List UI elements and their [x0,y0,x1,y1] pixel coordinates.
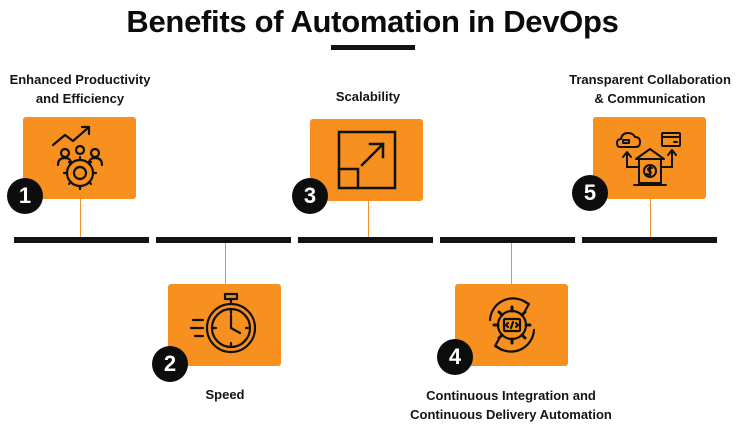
connector-2 [225,243,226,285]
step-badge-2: 2 [152,346,188,382]
label-line: and Efficiency [35,91,125,106]
collaboration-bank-icon [615,132,681,186]
benefit-card-2 [168,284,281,366]
connector-5 [650,198,651,237]
benefit-label-1: Enhanced Productivity and Efficiency [0,70,160,108]
step-badge-5: 5 [572,175,608,211]
page-title: Benefits of Automation in DevOps [126,4,619,39]
benefit-label-2: Speed [155,385,295,404]
label-line: & Communication [594,91,706,106]
timeline-segment [14,237,149,243]
benefit-card-3 [310,119,423,201]
benefit-card-5 [593,117,706,199]
step-badge-4: 4 [437,339,473,375]
timeline-segment [582,237,717,243]
team-growth-icon [51,125,103,191]
benefit-label-5: Transparent Collaboration & Communicatio… [560,70,740,108]
label-line: Transparent Collaboration [569,72,731,87]
benefit-card-4 [455,284,568,366]
title-underline [331,45,415,50]
label-line: Enhanced Productivity [9,72,151,87]
benefit-card-1 [23,117,136,199]
label-line: Continuous Integration and [426,388,596,403]
timeline-segment [156,237,291,243]
step-badge-1: 1 [7,178,43,214]
expand-arrow-icon [337,130,396,190]
step-badge-3: 3 [292,178,328,214]
connector-3 [368,198,369,237]
code-gear-cycle-icon [488,297,535,353]
timeline-segment [298,237,433,243]
label-line: Scalability [335,89,401,104]
label-line: Speed [205,387,245,402]
connector-4 [511,243,512,285]
connector-1 [80,198,81,237]
stopwatch-icon [189,292,256,354]
benefit-label-3: Scalability [298,87,438,106]
label-line: Continuous Delivery Automation [410,407,612,422]
timeline-segment [440,237,575,243]
benefit-label-4: Continuous Integration and Continuous De… [395,386,627,424]
